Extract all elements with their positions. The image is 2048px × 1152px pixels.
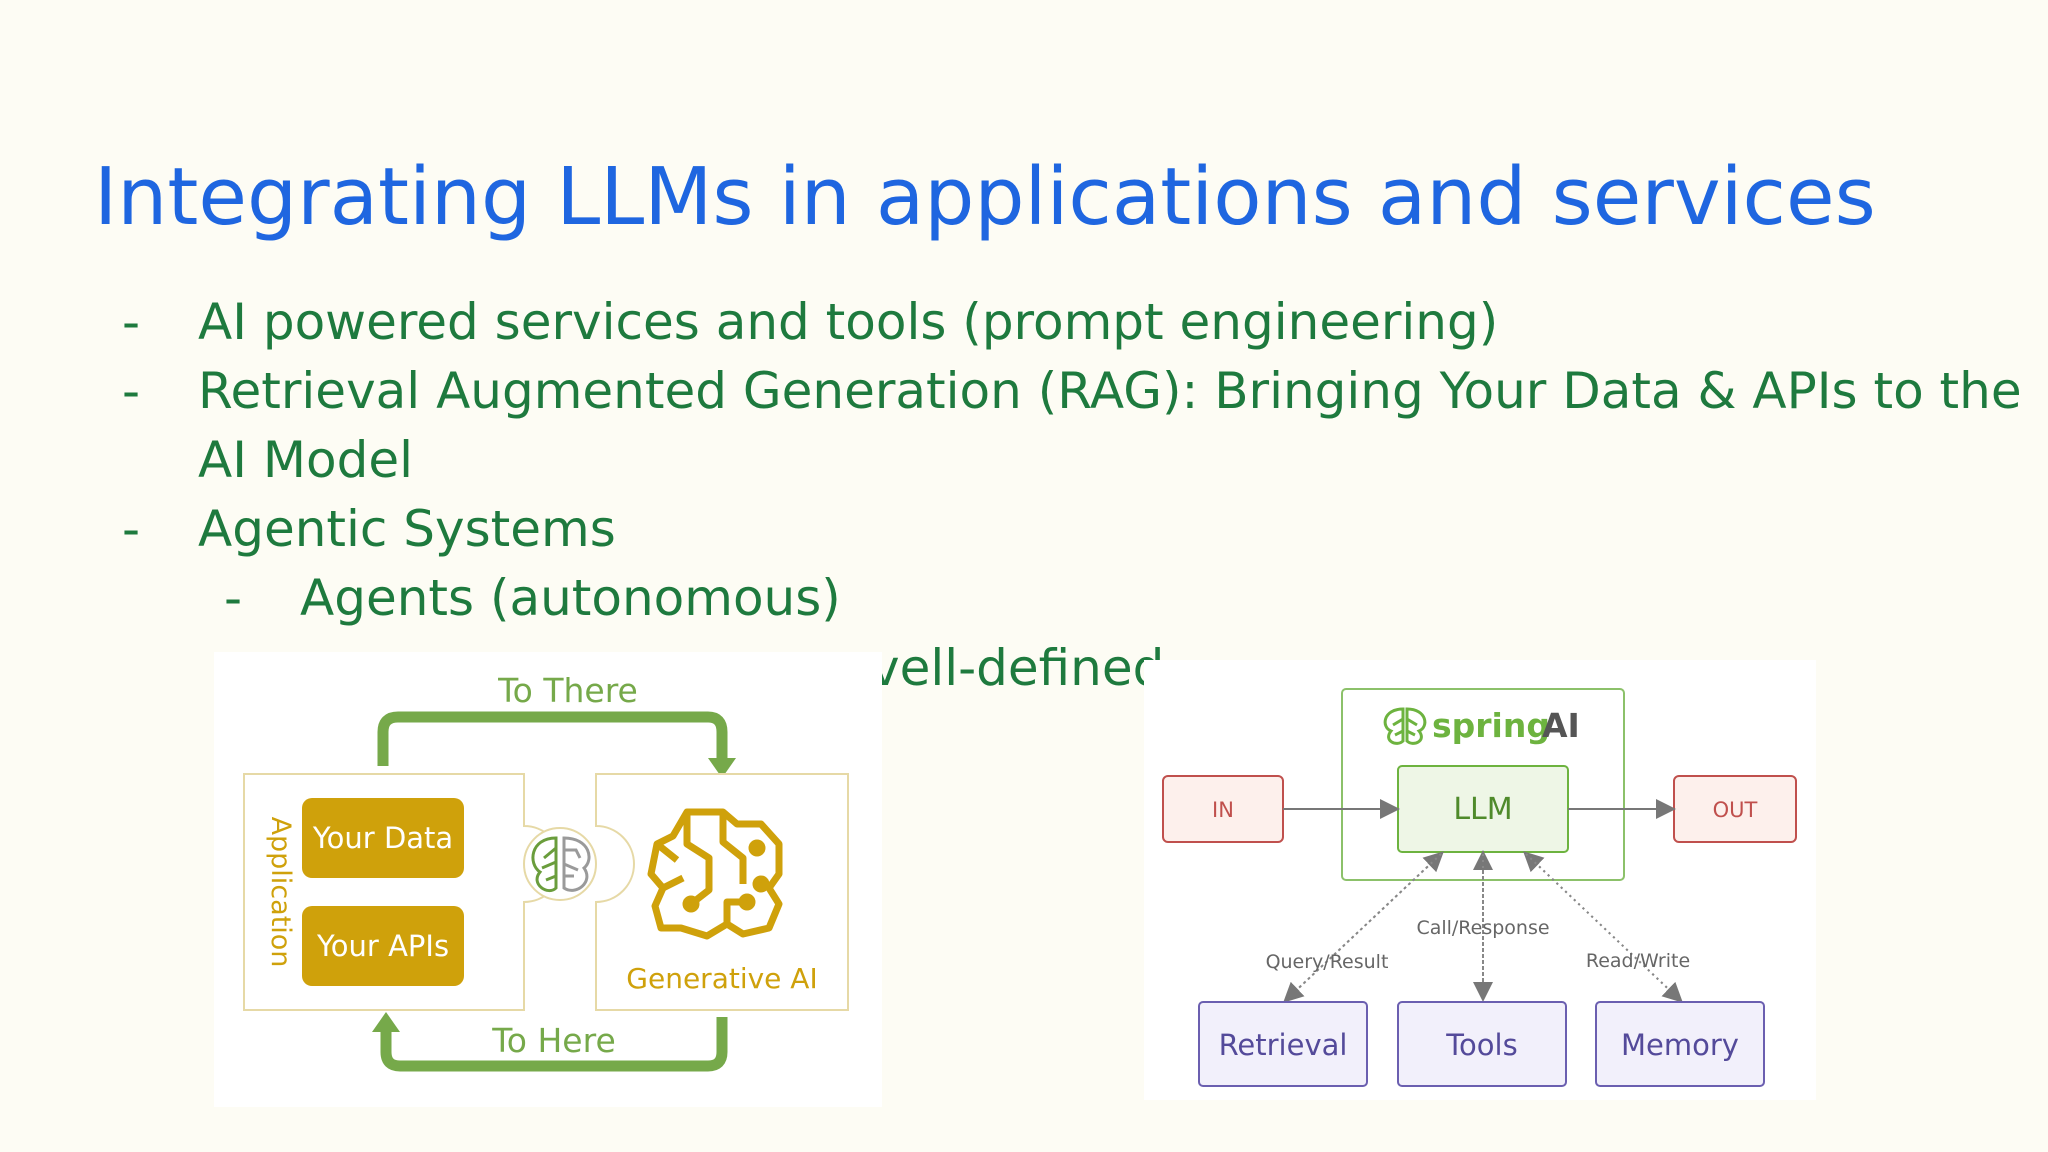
generative-ai-label: Generative AI [626,962,817,995]
out-label: OUT [1713,798,1758,822]
bullet-text: vell-defined [870,639,1165,697]
to-there-label: To There [497,671,638,710]
application-label: Application [265,817,296,968]
llm-label: LLM [1453,792,1512,827]
memory-label: Memory [1621,1028,1739,1062]
brand-ai: AI [1542,706,1580,745]
spring-brain-icon [1383,707,1427,745]
in-label: IN [1212,798,1234,822]
bullet-text: AI powered services and tools (prompt en… [198,293,1499,351]
rag-diagram: To There Application Your Data Your APIs [214,652,882,1107]
your-data-box [302,798,464,878]
to-here-arrow [380,1017,728,1072]
bullet-dash: - [224,569,243,627]
spring-ai-diagram: spring AI LLM IN OUT Call/Response Query… [1144,660,1816,1100]
tools-label: Tools [1445,1028,1517,1062]
retrieval-box [1198,1001,1368,1087]
bullet-dash: - [122,500,141,558]
tools-box [1397,1001,1567,1087]
to-there-arrowhead [708,758,736,778]
slide-title: Integrating LLMs in applications and ser… [94,151,1876,243]
memory-box [1595,1001,1765,1087]
your-apis-label: Your APIs [316,929,449,963]
your-apis-box [302,906,464,986]
query-result-label: Query/Result [1266,951,1389,973]
your-data-label: Your Data [312,821,453,855]
bullet-text: Agents (autonomous) [300,569,841,627]
generative-ai-panel [595,773,849,1011]
retrieval-label: Retrieval [1219,1028,1348,1062]
bullet-text: Agentic Systems [198,500,616,558]
brand-spring: spring [1432,706,1550,745]
bullet-text: Retrieval Augmented Generation (RAG): Br… [198,362,2022,420]
brain-leaf-icon [523,827,597,901]
to-here-arrowhead [372,1012,400,1032]
bullet-text: AI Model [198,431,413,489]
call-response-label: Call/Response [1416,917,1549,939]
read-write-label: Read/Write [1586,950,1690,972]
to-there-arrow [377,711,728,766]
to-here-label: To Here [491,1021,616,1060]
circuit-brain-icon [647,808,783,940]
bullet-dash: - [122,362,141,420]
bullet-dash: - [122,293,141,351]
